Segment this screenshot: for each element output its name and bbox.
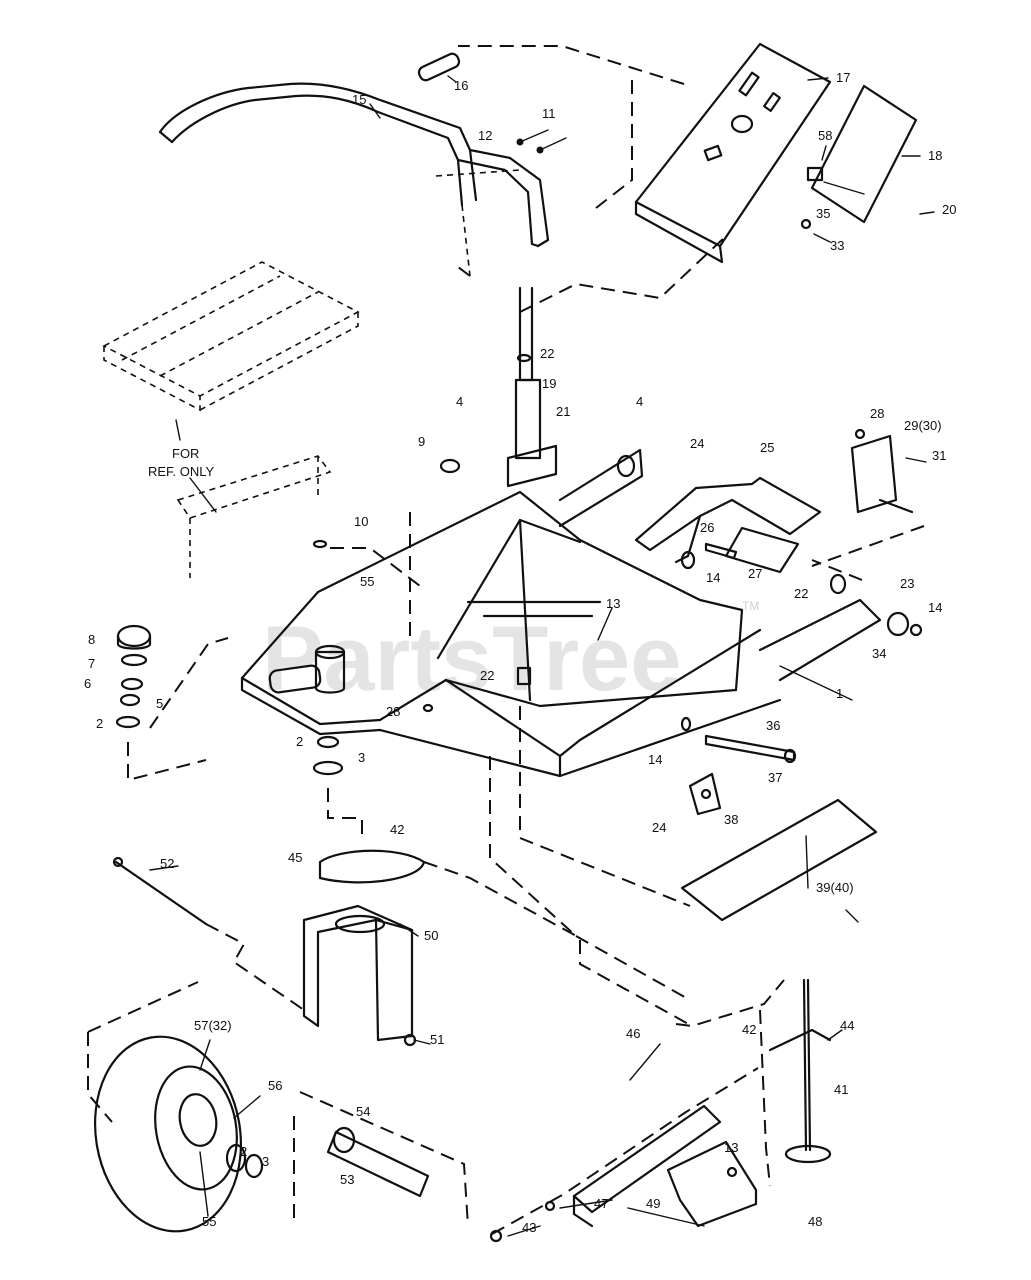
callout-44: 44: [840, 1018, 854, 1033]
pedal-assembly: [519, 706, 878, 922]
callout-52: 52: [160, 856, 174, 871]
callout-27: 27: [748, 566, 762, 581]
callout-6: 6: [84, 676, 91, 691]
callout-23: 23: [900, 576, 914, 591]
main-frame: [240, 286, 882, 778]
watermark: PartsTree: [262, 608, 681, 710]
callout-42-bottom: 42: [742, 1022, 756, 1037]
callout-55-top: 55: [360, 574, 374, 589]
reference-note-line1: FOR: [172, 446, 199, 461]
callout-16: 16: [454, 78, 468, 93]
callout-26: 26: [700, 520, 714, 535]
callout-31: 31: [932, 448, 946, 463]
callout-14-bottom: 14: [648, 752, 662, 767]
callout-22-top: 22: [540, 346, 554, 361]
callout-10: 10: [354, 514, 368, 529]
callout-19: 19: [542, 376, 556, 391]
shaft-lever-assembly: [489, 978, 832, 1243]
callout-42-top: 42: [390, 822, 404, 837]
callout-58: 58: [818, 128, 832, 143]
callout-3-mid: 3: [358, 750, 365, 765]
callout-17: 17: [836, 70, 850, 85]
callout-15: 15: [352, 92, 366, 107]
callout-21: 21: [556, 404, 570, 419]
callout-4-left: 4: [456, 394, 463, 409]
right-bracket-assembly: [634, 428, 927, 637]
callout-13-bottom: 13: [724, 1140, 738, 1155]
callout-35: 35: [816, 206, 830, 221]
callout-51: 51: [430, 1032, 444, 1047]
tube-assembly: [293, 1091, 469, 1227]
callout-9: 9: [418, 434, 425, 449]
callout-48: 48: [808, 1214, 822, 1229]
callout-33: 33: [830, 238, 844, 253]
callout-24-bottom: 24: [652, 820, 666, 835]
watermark-trademark: TM: [742, 599, 759, 613]
callout-2-left: 2: [96, 716, 103, 731]
callout-14-right: 14: [928, 600, 942, 615]
wheel-assembly: [87, 981, 264, 1233]
callout-50: 50: [424, 928, 438, 943]
callout-28-mid: 28: [386, 704, 400, 719]
callout-37: 37: [768, 770, 782, 785]
callout-18: 18: [928, 148, 942, 163]
callout-39-40: 39(40): [816, 880, 854, 895]
callout-2-wheel: 2: [240, 1144, 247, 1159]
callout-labels: 16 15 11 12 17 58 18 20 35 33 22 19 4 21…: [84, 70, 956, 1235]
callout-43: 43: [522, 1220, 536, 1235]
callout-24-top: 24: [690, 436, 704, 451]
callout-12: 12: [478, 128, 492, 143]
leader-lines: [149, 75, 921, 1237]
callout-22-mid: 22: [480, 668, 494, 683]
callout-11: 11: [542, 106, 556, 121]
callout-41: 41: [834, 1082, 848, 1097]
callout-5: 5: [156, 696, 163, 711]
callout-45: 45: [288, 850, 302, 865]
left-mounting-stack: [115, 624, 229, 782]
callout-54: 54: [356, 1104, 370, 1119]
callout-55-bottom: 55: [202, 1214, 216, 1229]
routing-lines: [327, 235, 863, 1001]
callout-25: 25: [760, 440, 774, 455]
callout-14-top: 14: [706, 570, 720, 585]
callout-56: 56: [268, 1078, 282, 1093]
callout-36: 36: [766, 718, 780, 733]
callout-20: 20: [942, 202, 956, 217]
callout-29-30: 29(30): [904, 418, 942, 433]
sprocket-fork-assembly: [112, 849, 693, 1047]
reference-note-line2: REF. ONLY: [148, 464, 215, 479]
callout-1: 1: [836, 686, 843, 701]
callout-3-wheel: 3: [262, 1154, 269, 1169]
callout-46: 46: [626, 1026, 640, 1041]
callout-2-mid: 2: [296, 734, 303, 749]
callout-49: 49: [646, 1196, 660, 1211]
cover-assembly: [458, 42, 935, 264]
callout-28-top: 28: [870, 406, 884, 421]
reference-seat: [102, 261, 360, 578]
callout-4-right: 4: [636, 394, 643, 409]
callout-57-32: 57(32): [194, 1018, 232, 1033]
callout-13-top: 13: [606, 596, 620, 611]
callout-47: 47: [594, 1196, 608, 1211]
callout-53: 53: [340, 1172, 354, 1187]
handlebar-assembly: [158, 52, 567, 277]
callout-8: 8: [88, 632, 95, 647]
callout-34: 34: [872, 646, 886, 661]
callout-7: 7: [88, 656, 95, 671]
callout-38: 38: [724, 812, 738, 827]
bushings: [312, 353, 532, 776]
callout-22-right: 22: [794, 586, 808, 601]
